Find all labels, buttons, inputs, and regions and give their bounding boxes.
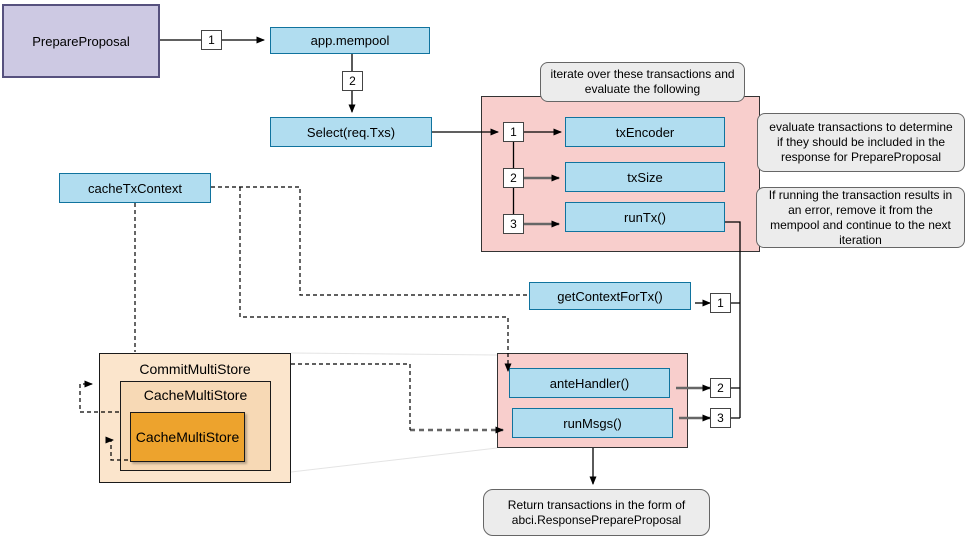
note-return: Return transactions in the form of abci.… [483,489,710,536]
select-req-txs-label: Select(req.Txs) [306,124,396,140]
run-msgs-label: runMsgs() [563,415,622,431]
cache-multi-store-label: CacheMultiStore [143,387,248,403]
cache-tx-context-node: cacheTxContext [59,173,211,203]
badge-run-2-label: 2 [717,381,724,395]
note-on-error-text: If running the transaction results in an… [768,187,953,247]
run-tx-label: runTx() [624,209,666,225]
ante-handler-label: anteHandler() [549,375,630,391]
app-mempool-label: app.mempool [310,33,390,48]
note-iterate: iterate over these transactions and eval… [540,62,745,102]
badge-run-1: 1 [710,293,731,313]
note-return-text: Return transactions in the form of abci.… [507,497,686,527]
badge-iter-1: 1 [503,122,524,142]
select-req-txs-node: Select(req.Txs) [270,117,432,147]
badge-run-1-label: 1 [717,296,724,310]
badge-run-2: 2 [710,378,731,398]
prepare-proposal-node: PrepareProposal [2,4,160,78]
tx-encoder-label: txEncoder [615,124,675,140]
tx-encoder-node: txEncoder [565,117,725,147]
note-on-error: If running the transaction results in an… [756,187,965,248]
cache-tx-context-label: cacheTxContext [88,180,182,196]
cache-multi-store-inner-label: CacheMultiStore [135,429,240,445]
note-iterate-text: iterate over these transactions and eval… [550,67,735,96]
cache-multi-store-inner-box: CacheMultiStore [130,412,245,462]
run-tx-node: runTx() [565,202,725,232]
ante-handler-node: anteHandler() [509,368,670,398]
badge-flow-1: 1 [201,30,222,50]
get-context-for-tx-label: getContextForTx() [557,288,663,304]
badge-run-3-label: 3 [717,411,724,425]
badge-iter-3-label: 3 [510,217,517,231]
tx-size-node: txSize [565,162,725,192]
badge-flow-2: 2 [342,71,363,91]
badge-run-3: 3 [710,408,731,428]
note-evaluate-text: evaluate transactions to determine if th… [769,120,953,164]
tx-size-label: txSize [627,169,663,185]
badge-iter-3: 3 [503,214,524,234]
get-context-for-tx-node: getContextForTx() [529,282,691,310]
run-msgs-node: runMsgs() [512,408,673,438]
prepare-proposal-label: PrepareProposal [32,33,130,49]
note-evaluate: evaluate transactions to determine if th… [757,113,965,172]
badge-iter-2: 2 [503,168,524,188]
badge-iter-2-label: 2 [510,171,517,185]
badge-iter-1-label: 1 [510,125,517,139]
badge-flow-1-label: 1 [208,33,215,47]
commit-multi-store-label: CommitMultiStore [139,361,251,377]
app-mempool-node: app.mempool [270,27,430,54]
badge-flow-2-label: 2 [349,74,356,88]
